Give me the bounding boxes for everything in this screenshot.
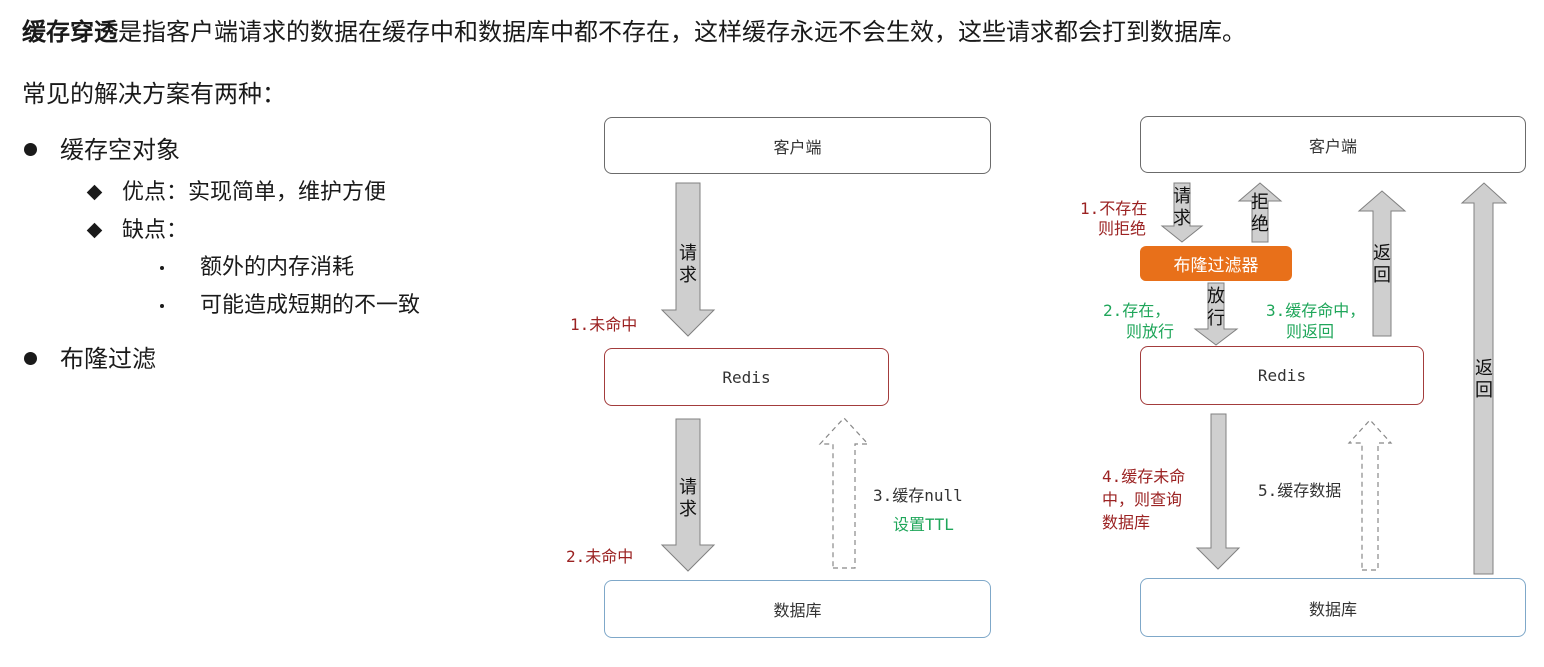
client-box: 客户端 xyxy=(1140,116,1526,173)
step-label: 2.未命中 xyxy=(566,547,634,566)
bullet-dot xyxy=(24,143,37,156)
database-box: 数据库 xyxy=(604,580,991,638)
step-label: 数据库 xyxy=(1102,513,1151,532)
step-label: 设置TTL xyxy=(893,515,954,534)
return-arrow-label: 返回 xyxy=(1373,243,1391,286)
client-label: 客户端 xyxy=(773,137,822,157)
step-label: 中，则查询 xyxy=(1102,490,1183,509)
disadvantages-label: 缺点： xyxy=(122,218,189,243)
step-label: 3.缓存命中， xyxy=(1266,301,1366,320)
advantages-text: 优点：实现简单，维护方便 xyxy=(122,180,387,205)
arrow-return-from-redis xyxy=(1357,190,1407,337)
disadvantage-item: 额外的内存消耗 xyxy=(200,255,355,280)
database-label: 数据库 xyxy=(773,601,822,620)
small-bullet xyxy=(160,266,164,270)
small-bullet xyxy=(160,304,164,308)
database-box: 数据库 xyxy=(1140,578,1526,637)
redis-box: Redis xyxy=(1140,346,1424,405)
solution-1-label: 缓存空对象 xyxy=(60,136,180,164)
arrow-redis-to-db xyxy=(660,418,716,572)
step-label: 2.存在， xyxy=(1103,301,1171,320)
intro-paragraph: 缓存穿透是指客户端请求的数据在缓存中和数据库中都不存在，这样缓存永远不会生效，这… xyxy=(22,14,1246,50)
redis-label: Redis xyxy=(1257,366,1307,385)
arrow-redis-to-db xyxy=(1195,413,1241,570)
bloom-filter-label: 布隆过滤器 xyxy=(1173,256,1259,276)
solution-2-label: 布隆过滤 xyxy=(60,345,156,373)
client-box: 客户端 xyxy=(604,117,991,174)
arrow-return-from-db xyxy=(1460,182,1508,575)
request-arrow-label: 请求 xyxy=(679,477,697,520)
step-label: 1.未命中 xyxy=(570,315,638,334)
bullet-dot xyxy=(24,352,37,365)
client-label: 客户端 xyxy=(1308,136,1357,156)
arrow-db-to-redis-dashed xyxy=(818,417,870,569)
arrow-pass-to-redis xyxy=(1193,282,1239,346)
step-label: 则放行 xyxy=(1126,322,1175,341)
step-label: 则拒绝 xyxy=(1098,219,1147,238)
request-arrow-label: 请求 xyxy=(679,243,697,286)
request-arrow-label: 请求 xyxy=(1173,186,1191,229)
redis-label: Redis xyxy=(722,367,771,387)
step-label: 5.缓存数据 xyxy=(1258,481,1342,500)
step-label: 3.缓存null xyxy=(873,486,963,505)
return-arrow-label: 返回 xyxy=(1475,358,1493,401)
reject-arrow-label: 拒绝 xyxy=(1251,192,1269,235)
intro-text: 是指客户端请求的数据在缓存中和数据库中都不存在，这样缓存永远不会生效，这些请求都… xyxy=(118,18,1246,46)
disadvantage-item: 可能造成短期的不一致 xyxy=(200,293,421,318)
intro-term: 缓存穿透 xyxy=(22,18,118,46)
step-label: 4.缓存未命 xyxy=(1102,467,1186,486)
bloom-filter-box: 布隆过滤器 xyxy=(1140,246,1292,281)
arrow-client-to-redis xyxy=(660,182,716,337)
redis-box: Redis xyxy=(604,348,889,406)
arrow-reject-up xyxy=(1237,182,1283,243)
pass-arrow-label: 放行 xyxy=(1207,286,1225,329)
database-label: 数据库 xyxy=(1308,599,1357,619)
arrow-db-to-redis-dashed xyxy=(1347,419,1393,571)
solutions-heading: 常见的解决方案有两种： xyxy=(22,80,286,108)
arrow-request-to-filter xyxy=(1160,182,1204,243)
step-label: 则返回 xyxy=(1286,322,1335,341)
step-label: 1.不存在 xyxy=(1080,199,1148,218)
